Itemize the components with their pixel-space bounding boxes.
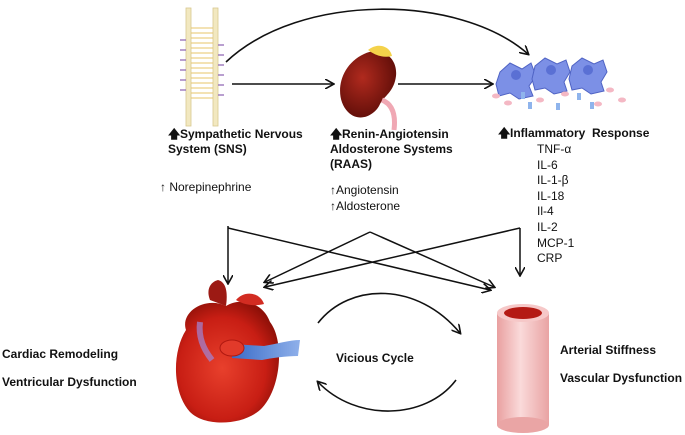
- raas-marker-aldosterone: ↑Aldosterone: [330, 198, 401, 213]
- heart-icon: [175, 280, 300, 423]
- inflammatory-markers: TNF-α IL-6 IL-1-β IL-18 Il-4 IL-2 MCP-1 …: [537, 142, 574, 267]
- marker-item: CRP: [537, 251, 563, 266]
- marker-item: Il-4: [537, 204, 554, 219]
- raas-title: 🡅Renin-Angiotensin Aldosterone Systems (…: [330, 127, 453, 172]
- inflammatory-cells-icon: [492, 57, 626, 110]
- arterial-stiffness-label: Arterial Stiffness: [560, 343, 657, 357]
- crossing-arrows: [228, 226, 520, 290]
- cycle-arrow-bottom: [318, 379, 457, 412]
- marker-item: IL-1-β: [537, 173, 569, 188]
- cycle-arrow-top: [317, 292, 460, 333]
- marker-item: IL-18: [537, 188, 565, 203]
- marker-item: IL-6: [537, 157, 558, 172]
- sns-title-line1: Sympathetic Nervous: [180, 127, 303, 141]
- vascular-dysfunction-label: Vascular Dysfunction: [560, 371, 683, 385]
- up-arrow-icon: 🡅: [498, 126, 511, 140]
- raas-title-line2: Aldosterone Systems: [330, 142, 453, 156]
- raas-marker-angiotensin: ↑Angiotensin: [330, 183, 399, 197]
- vicious-cycle-label: Vicious Cycle: [336, 351, 414, 365]
- cardiac-remodeling-label: Cardiac Remodeling: [2, 347, 119, 361]
- raas-title-line3: (RAAS): [330, 157, 372, 171]
- inflammatory-title: 🡅Inflammatory Response: [498, 126, 649, 141]
- arrow-sns-to-inflammation: [225, 8, 528, 63]
- sns-title: 🡅Sympathetic Nervous System (SNS): [168, 127, 303, 157]
- artery-icon: [497, 304, 549, 433]
- up-arrow-icon: 🡅: [330, 127, 343, 141]
- kidney-icon: [340, 45, 397, 131]
- raas-markers: ↑Angiotensin ↑Aldosterone: [330, 183, 400, 214]
- raas-title-line1: Renin-Angiotensin: [342, 127, 449, 141]
- spinal-cord-icon: [180, 7, 224, 127]
- marker-item: IL-2: [537, 219, 558, 234]
- sns-marker: ↑ Norepinephrine: [160, 180, 252, 194]
- marker-item: MCP-1: [537, 235, 575, 250]
- up-arrow-icon: 🡅: [168, 127, 181, 141]
- inflammatory-title-text: Inflammatory Response: [510, 126, 650, 140]
- marker-item: TNF-α: [537, 142, 572, 156]
- ventricular-dysfunction-label: Ventricular Dysfunction: [2, 375, 137, 389]
- sns-title-line2: System (SNS): [168, 142, 247, 156]
